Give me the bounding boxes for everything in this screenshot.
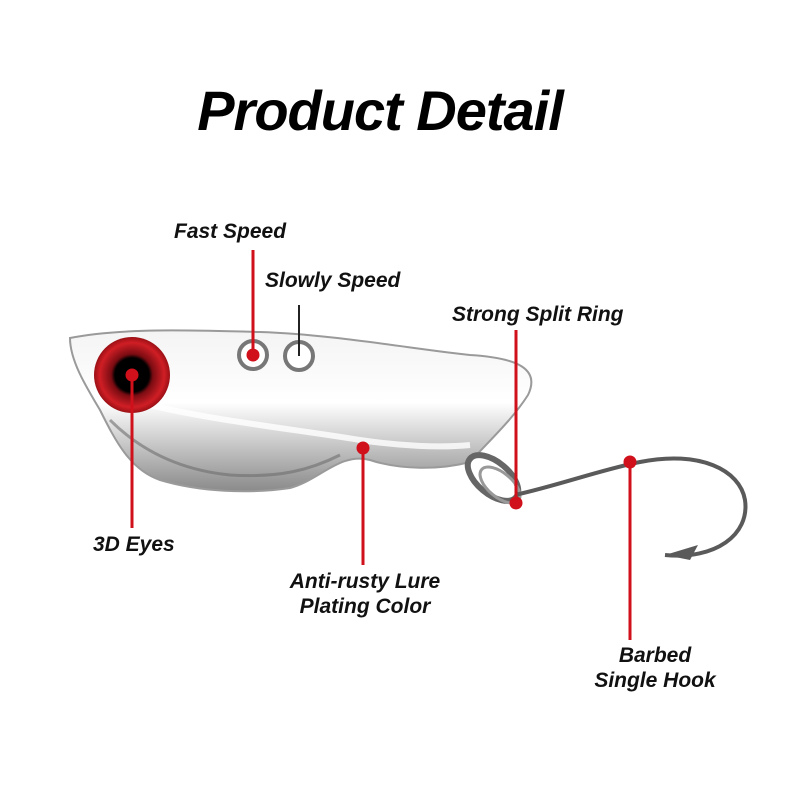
label-slowly-speed: Slowly Speed bbox=[265, 269, 401, 292]
callout-dot-eyes bbox=[125, 368, 139, 382]
label-plating-line1: Anti-rusty Lure bbox=[289, 570, 441, 593]
label-split-ring: Strong Split Ring bbox=[452, 303, 624, 326]
callout-dot-ring bbox=[509, 496, 523, 510]
page-title: Product Detail bbox=[197, 79, 564, 142]
label-plating-line2: Plating Color bbox=[299, 595, 431, 618]
callout-dot-hook bbox=[623, 455, 637, 469]
callout-dot-fast bbox=[246, 348, 260, 362]
callout-dot-plating bbox=[356, 441, 370, 455]
lure-body bbox=[68, 329, 533, 493]
label-fast-speed: Fast Speed bbox=[174, 220, 287, 243]
hook-barb bbox=[665, 545, 698, 560]
label-hook: Barbed Single Hook bbox=[575, 643, 735, 693]
hook-shank bbox=[514, 456, 748, 558]
lure-highlight bbox=[149, 402, 471, 450]
label-3d-eyes: 3D Eyes bbox=[93, 533, 175, 556]
label-plating: Anti-rusty Lure Plating Color bbox=[270, 569, 460, 619]
label-hook-line1: Barbed bbox=[618, 644, 692, 667]
label-hook-line2: Single Hook bbox=[594, 669, 716, 692]
lure-shadow bbox=[108, 418, 341, 478]
